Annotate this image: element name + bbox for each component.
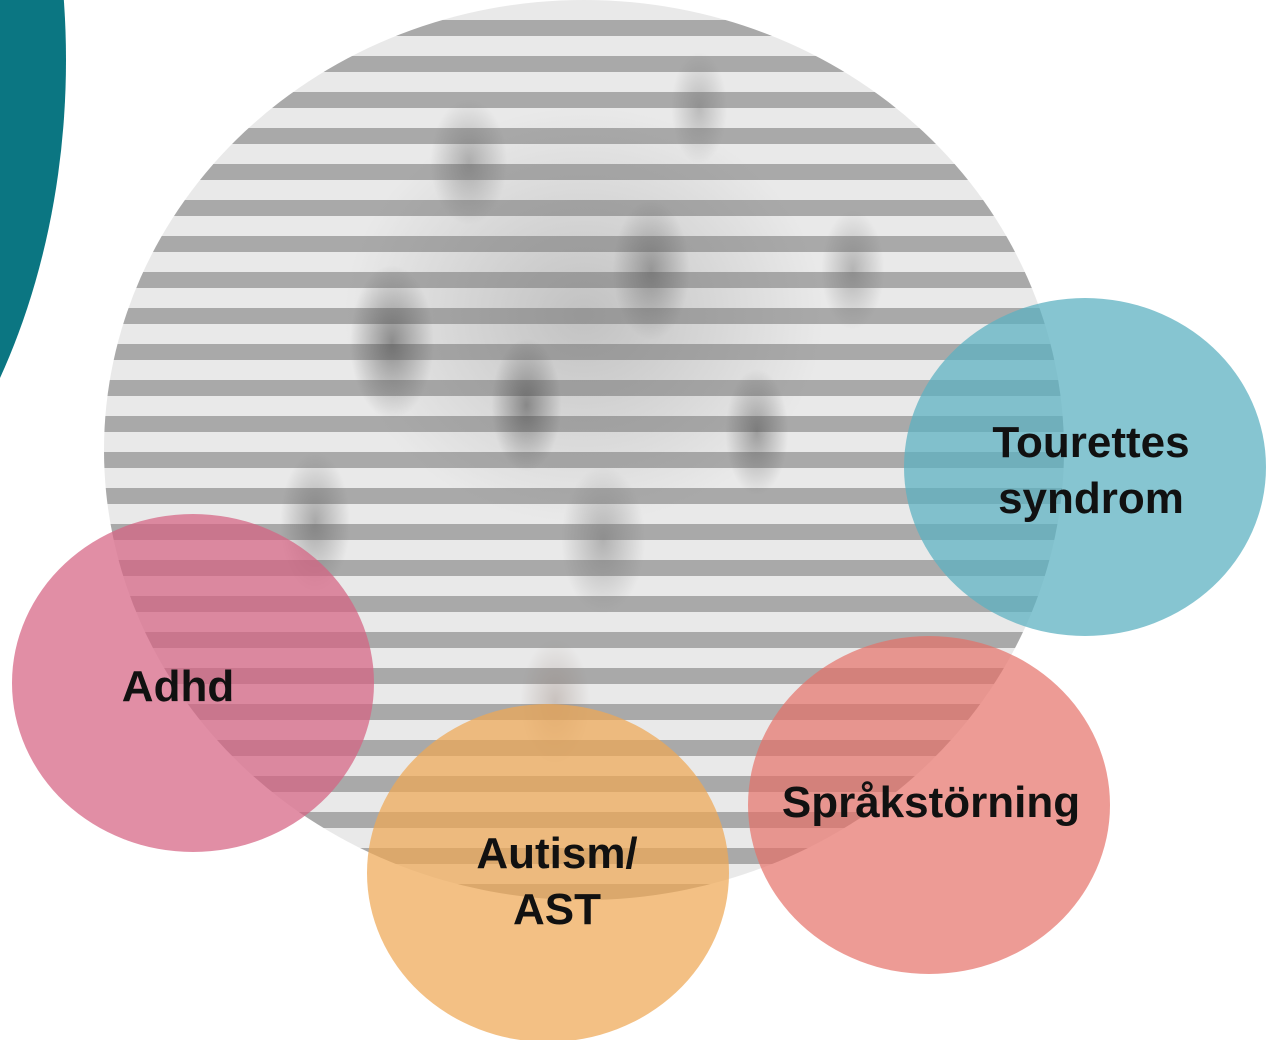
adhd-label: Adhd	[121, 662, 235, 711]
tourettes-circle: Tourettes syndrom	[904, 298, 1266, 636]
adhd-circle: Adhd	[12, 514, 374, 852]
sprakstorning-label: Språkstörning	[781, 778, 1081, 827]
teal-corner-shape	[0, 0, 66, 640]
sprakstorning-circle: Språkstörning	[748, 636, 1110, 974]
autism-circle: Autism/ AST	[367, 704, 729, 1040]
autism-label: Autism/ AST	[476, 829, 638, 934]
tourettes-label: Tourettes syndrom	[992, 418, 1190, 523]
